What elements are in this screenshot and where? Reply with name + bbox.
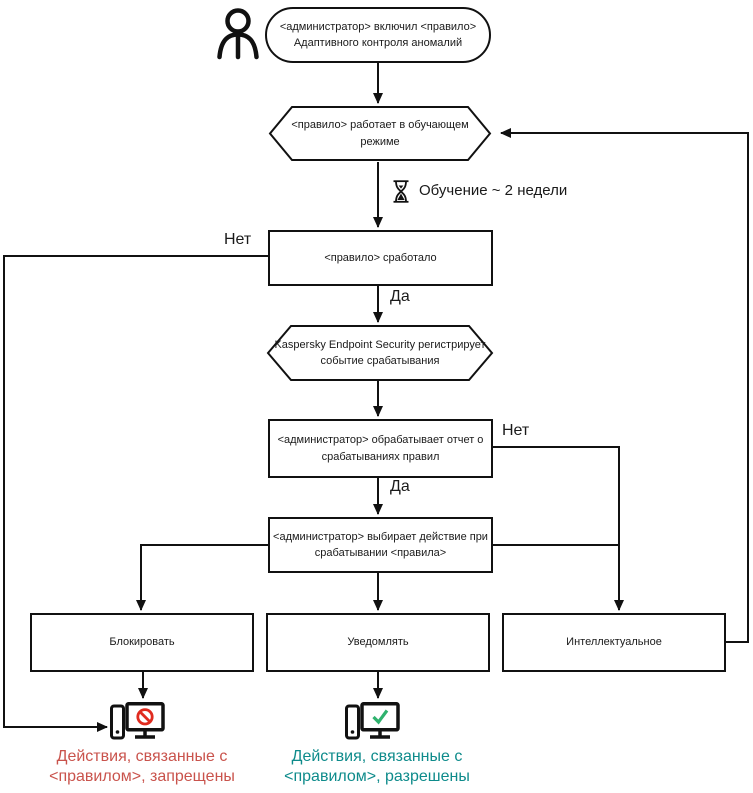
report-text: срабатываниях правил <box>321 450 440 463</box>
rule-triggered-box: <правило> сработало <box>268 230 493 286</box>
result-blocked-text: <правилом>, запрещены <box>49 767 235 785</box>
no-label-left: Нет <box>224 231 252 248</box>
result-blocked-label: Действия, связанные с <правилом>, запрещ… <box>26 747 258 786</box>
rule-triggered-text: <правило> сработало <box>324 251 437 264</box>
connector-smart-loop-to-training <box>500 128 749 643</box>
smart-action-text: Интеллектуальное <box>566 636 662 649</box>
flow-connectors <box>3 63 749 732</box>
training-mode-text: режиме <box>360 135 400 148</box>
connector-no-to-smart <box>492 446 624 611</box>
block-action-text: Блокировать <box>109 636 175 649</box>
choose-action-text: срабатывании <правила> <box>314 547 447 559</box>
prohibition-icon <box>136 708 154 726</box>
administrator-icon <box>217 8 259 60</box>
result-blocked-text: Действия, связанные с <box>56 748 228 765</box>
training-mode-hexagon <box>268 106 492 161</box>
allowed-computer-icon <box>345 702 400 740</box>
yes-label-triggered: Да <box>390 288 410 305</box>
choose-action-box: <администратор> выбирает действие при ср… <box>268 517 493 573</box>
report-text: <администратор> обрабатывает отчет о <box>277 434 484 446</box>
start-node-text: Адаптивного контроля аномалий <box>293 37 463 49</box>
start-node: <администратор> включил <правило> Адапти… <box>265 7 491 63</box>
notify-action-text: Уведомлять <box>347 636 409 649</box>
block-action-box: Блокировать <box>30 613 254 672</box>
event-hexagon <box>266 325 494 381</box>
connector-no-loop-to-blocked <box>3 255 268 732</box>
event-hexagon-label: Kaspersky Endpoint Security регистрирует… <box>263 326 497 380</box>
result-allowed-text: <правилом>, разрешены <box>284 767 470 785</box>
no-label-right: Нет <box>502 422 530 439</box>
checkmark-icon <box>372 709 389 725</box>
event-text: Kaspersky Endpoint Security регистрирует <box>274 338 486 351</box>
event-text: событие срабатывания <box>320 355 440 367</box>
training-mode-text: <правило> работает в обучающем <box>291 119 469 131</box>
blocked-computer-icon <box>110 702 165 740</box>
choose-action-text: <администратор> выбирает действие при <box>273 530 488 543</box>
result-allowed-label: Действия, связанные с <правилом>, разреш… <box>261 747 493 786</box>
training-duration-label: Обучение ~ 2 недели <box>419 182 568 199</box>
result-allowed-text: Действия, связанные с <box>291 748 463 765</box>
report-box: <администратор> обрабатывает отчет о сра… <box>268 419 493 478</box>
hourglass-icon <box>393 180 409 203</box>
notify-action-box: Уведомлять <box>266 613 490 672</box>
smart-action-box: Интеллектуальное <box>502 613 726 672</box>
start-node-text: <администратор> включил <правило> <box>279 20 477 33</box>
training-mode-hexagon-label: <правило> работает в обучающем режиме <box>268 107 492 160</box>
connector-choose-to-block <box>136 544 268 611</box>
yes-label-report: Да <box>390 478 410 495</box>
